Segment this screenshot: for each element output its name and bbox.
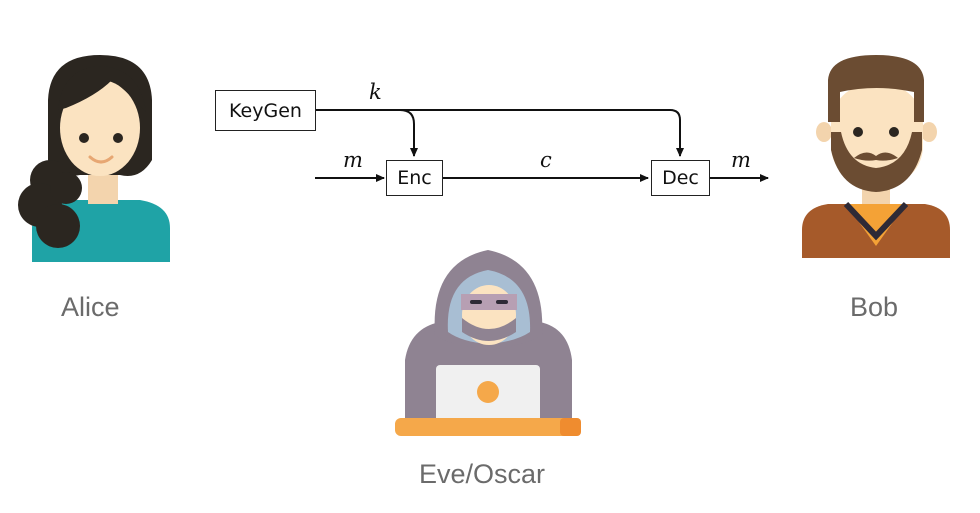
message-out-variable: m [731,148,751,172]
key-line-to-enc [399,109,418,157]
alice-label: Alice [61,292,120,322]
enc-box: Enc [386,160,443,196]
keygen-label: KeyGen [229,99,302,122]
key-line-to-dec [315,109,684,157]
enc-label: Enc [397,167,432,189]
keygen-box: KeyGen [215,90,316,131]
ciphertext-variable: c [540,148,552,172]
key-variable: k [369,80,382,104]
message-in-variable: m [343,148,363,172]
eve-label: Eve/Oscar [419,459,546,489]
bob-label: Bob [850,292,899,322]
dec-box: Dec [651,160,710,196]
dec-label: Dec [662,167,699,189]
